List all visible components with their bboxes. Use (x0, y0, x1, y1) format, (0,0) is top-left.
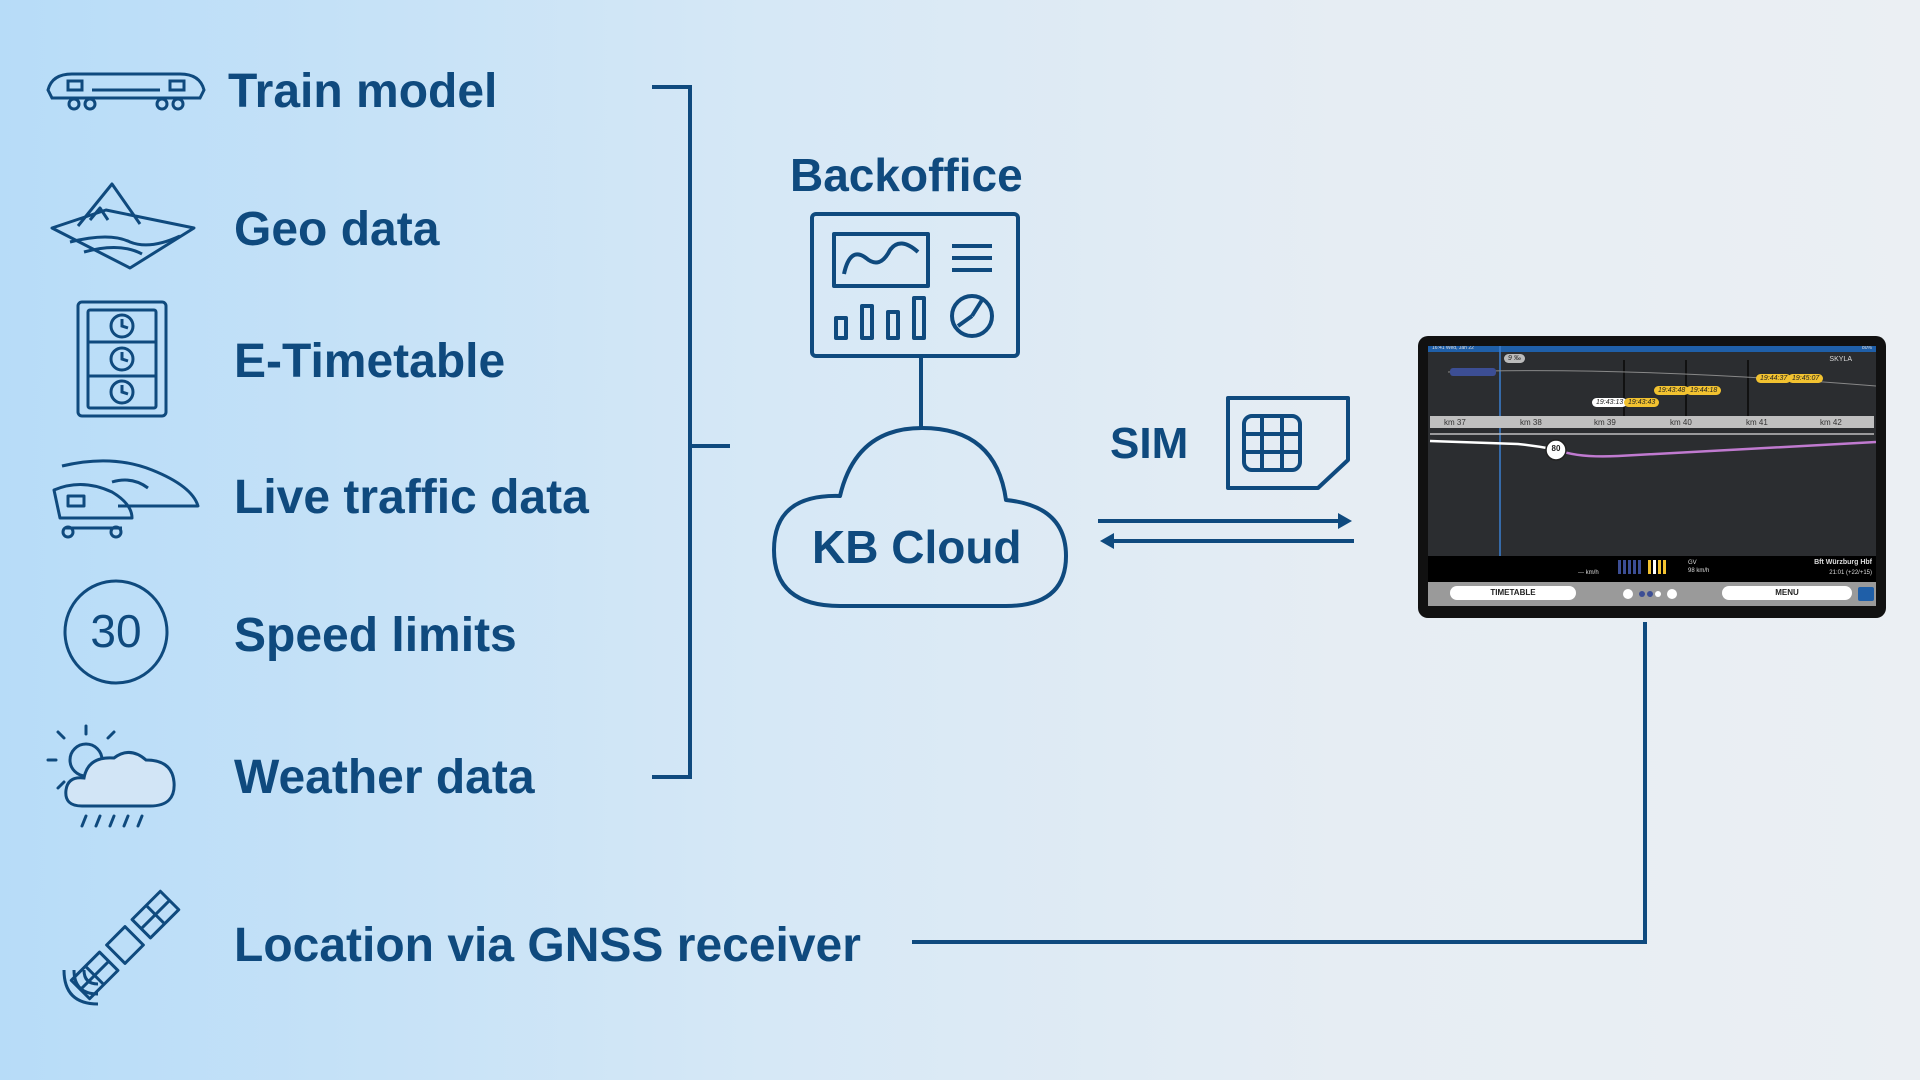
tablet-device: 16:41 Wed, Jan 22 80% (1418, 336, 1886, 618)
train-icon (44, 68, 208, 117)
km-marker: km 38 (1520, 418, 1542, 427)
sim-label: SIM (1110, 419, 1189, 468)
menu-button[interactable]: MENU (1722, 586, 1852, 600)
sim-card-icon (1226, 396, 1350, 495)
source-label-live-traffic: Live traffic data (234, 471, 589, 524)
speed-limit-sign-icon: 30 (62, 578, 170, 686)
tablet-status-time: 16:41 Wed, Jan 22 (1432, 346, 1474, 351)
speed-limit-value: 30 (90, 605, 142, 657)
timetable-clock-icon (76, 300, 168, 423)
trains-traffic-icon (52, 452, 202, 543)
tablet-track-view (1428, 346, 1876, 606)
km-marker: km 37 (1444, 418, 1466, 427)
time-tag: 19:44:18 (1686, 386, 1722, 395)
backoffice-title: Backoffice (790, 149, 1023, 201)
gv-speed: 98 km/h (1688, 568, 1710, 574)
gnss-to-tablet-line (912, 622, 1647, 944)
time-tag: 19:43:48 (1654, 386, 1690, 395)
gv-label: GV (1688, 560, 1697, 566)
time-tag: 19:45:07 (1788, 374, 1824, 383)
speed-readout: --- km/h (1578, 570, 1599, 576)
station-time: 21:01 (+22/+15) (1829, 570, 1872, 576)
time-tag: 19:43:43 (1624, 398, 1660, 407)
km-marker: km 42 (1820, 418, 1842, 427)
source-label-train-model: Train model (228, 65, 498, 118)
timetable-button[interactable]: TIMETABLE (1450, 586, 1576, 600)
km-marker: km 39 (1594, 418, 1616, 427)
sources-bracket (652, 85, 692, 779)
source-label-gnss: Location via GNSS receiver (234, 919, 861, 972)
station-name: Bft Würzburg Hbf (1814, 559, 1872, 566)
source-label-speed-limits: Speed limits (234, 609, 517, 662)
cloud-label: KB Cloud (812, 521, 1022, 573)
satellite-icon (62, 886, 188, 1009)
tablet-status-battery: 80% (1861, 346, 1872, 351)
weather-cloud-icon (44, 720, 180, 837)
map-terrain-icon (50, 180, 196, 281)
cloud-icon (770, 422, 1070, 615)
km-marker: km 40 (1670, 418, 1692, 427)
speed-sign: 80 (1551, 444, 1561, 453)
dashboard-monitor-icon (810, 212, 1020, 363)
source-label-geo-data: Geo data (234, 203, 440, 256)
source-label-weather: Weather data (234, 751, 535, 804)
time-tag: 19:43:13 (1592, 398, 1628, 407)
gradient-badge: 9 ‰ (1504, 354, 1525, 363)
tablet-screen: 16:41 Wed, Jan 22 80% (1428, 346, 1876, 606)
km-marker: km 41 (1746, 418, 1768, 427)
tablet-brand: SKYLA (1829, 356, 1852, 363)
source-label-e-timetable: E-Timetable (234, 335, 506, 388)
time-tag: 19:44:37 (1756, 374, 1792, 383)
